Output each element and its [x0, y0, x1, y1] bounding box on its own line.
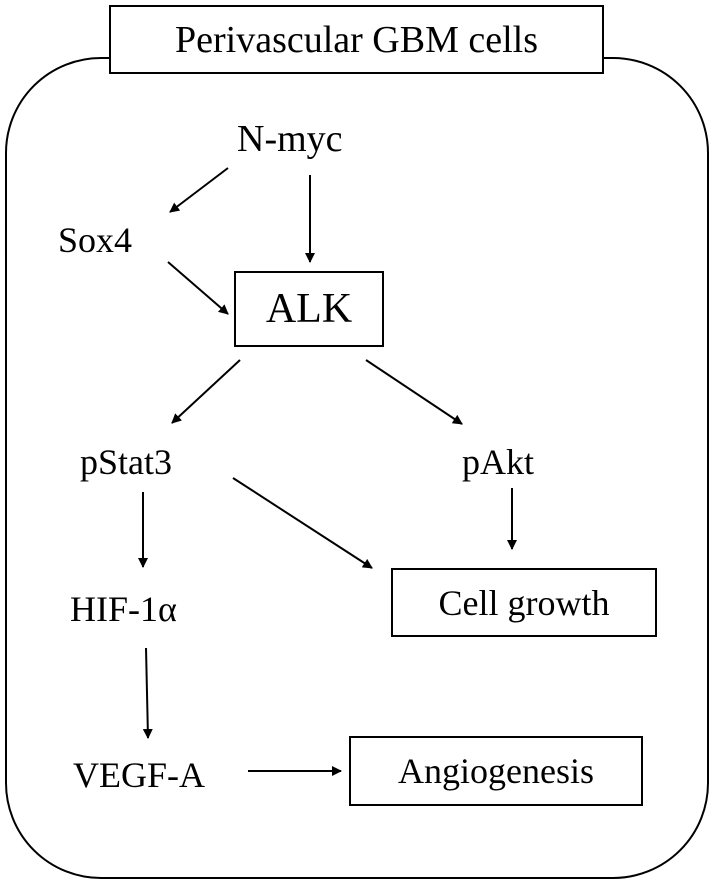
arrow-hif1a-to-vegfa — [142, 647, 153, 739]
arrow-alk-to-pstat3 — [171, 359, 241, 424]
title-box: Perivascular GBM cells — [109, 5, 604, 74]
node-angiogenesis: Angiogenesis — [398, 751, 594, 791]
node-hif1a: HIF-1α — [70, 589, 177, 629]
node-alk-box: ALK — [234, 271, 384, 347]
arrow-pstat3-to-cell-growth — [232, 477, 373, 569]
node-sox4: Sox4 — [58, 220, 133, 260]
node-cell-growth: Cell growth — [438, 582, 610, 623]
arrow-sox4-to-alk — [167, 261, 229, 315]
node-vegfa: VEGF-A — [73, 755, 205, 795]
node-pstat3: pStat3 — [80, 442, 173, 482]
node-cell-growth-box: Cell growth — [391, 568, 657, 637]
node-n-myc: N-myc — [237, 118, 343, 160]
arrows — [138, 167, 517, 776]
node-angiogenesis-box: Angiogenesis — [349, 736, 643, 806]
node-pakt: pAkt — [462, 442, 534, 482]
arrow-nmyc-to-sox4 — [169, 167, 229, 213]
diagram-title: Perivascular GBM cells — [174, 18, 539, 61]
node-alk: ALK — [265, 286, 353, 332]
arrow-alk-to-pakt — [365, 359, 463, 425]
